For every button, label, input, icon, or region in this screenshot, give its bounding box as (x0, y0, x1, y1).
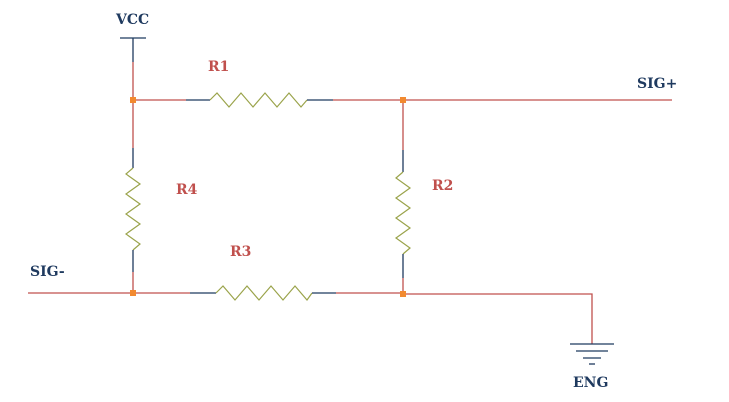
r4-label: R4 (176, 182, 198, 198)
sig-plus-label: SIG+ (637, 76, 677, 92)
r4-resistor (124, 167, 142, 251)
r2-label: R2 (432, 178, 453, 194)
node-bottom-right (400, 291, 406, 297)
ground-wire (403, 293, 593, 344)
eng-label: ENG (573, 375, 608, 391)
r3-label: R3 (230, 244, 251, 260)
r1-label: R1 (208, 59, 229, 75)
node-top-right (400, 97, 406, 103)
vcc-label: VCC (115, 12, 149, 28)
r3-resistor (215, 285, 313, 301)
node-bottom-left (130, 290, 136, 296)
r2-resistor (394, 171, 412, 255)
node-top-left (130, 97, 136, 103)
sig-minus-label: SIG- (30, 264, 65, 280)
r1-resistor (209, 92, 308, 108)
